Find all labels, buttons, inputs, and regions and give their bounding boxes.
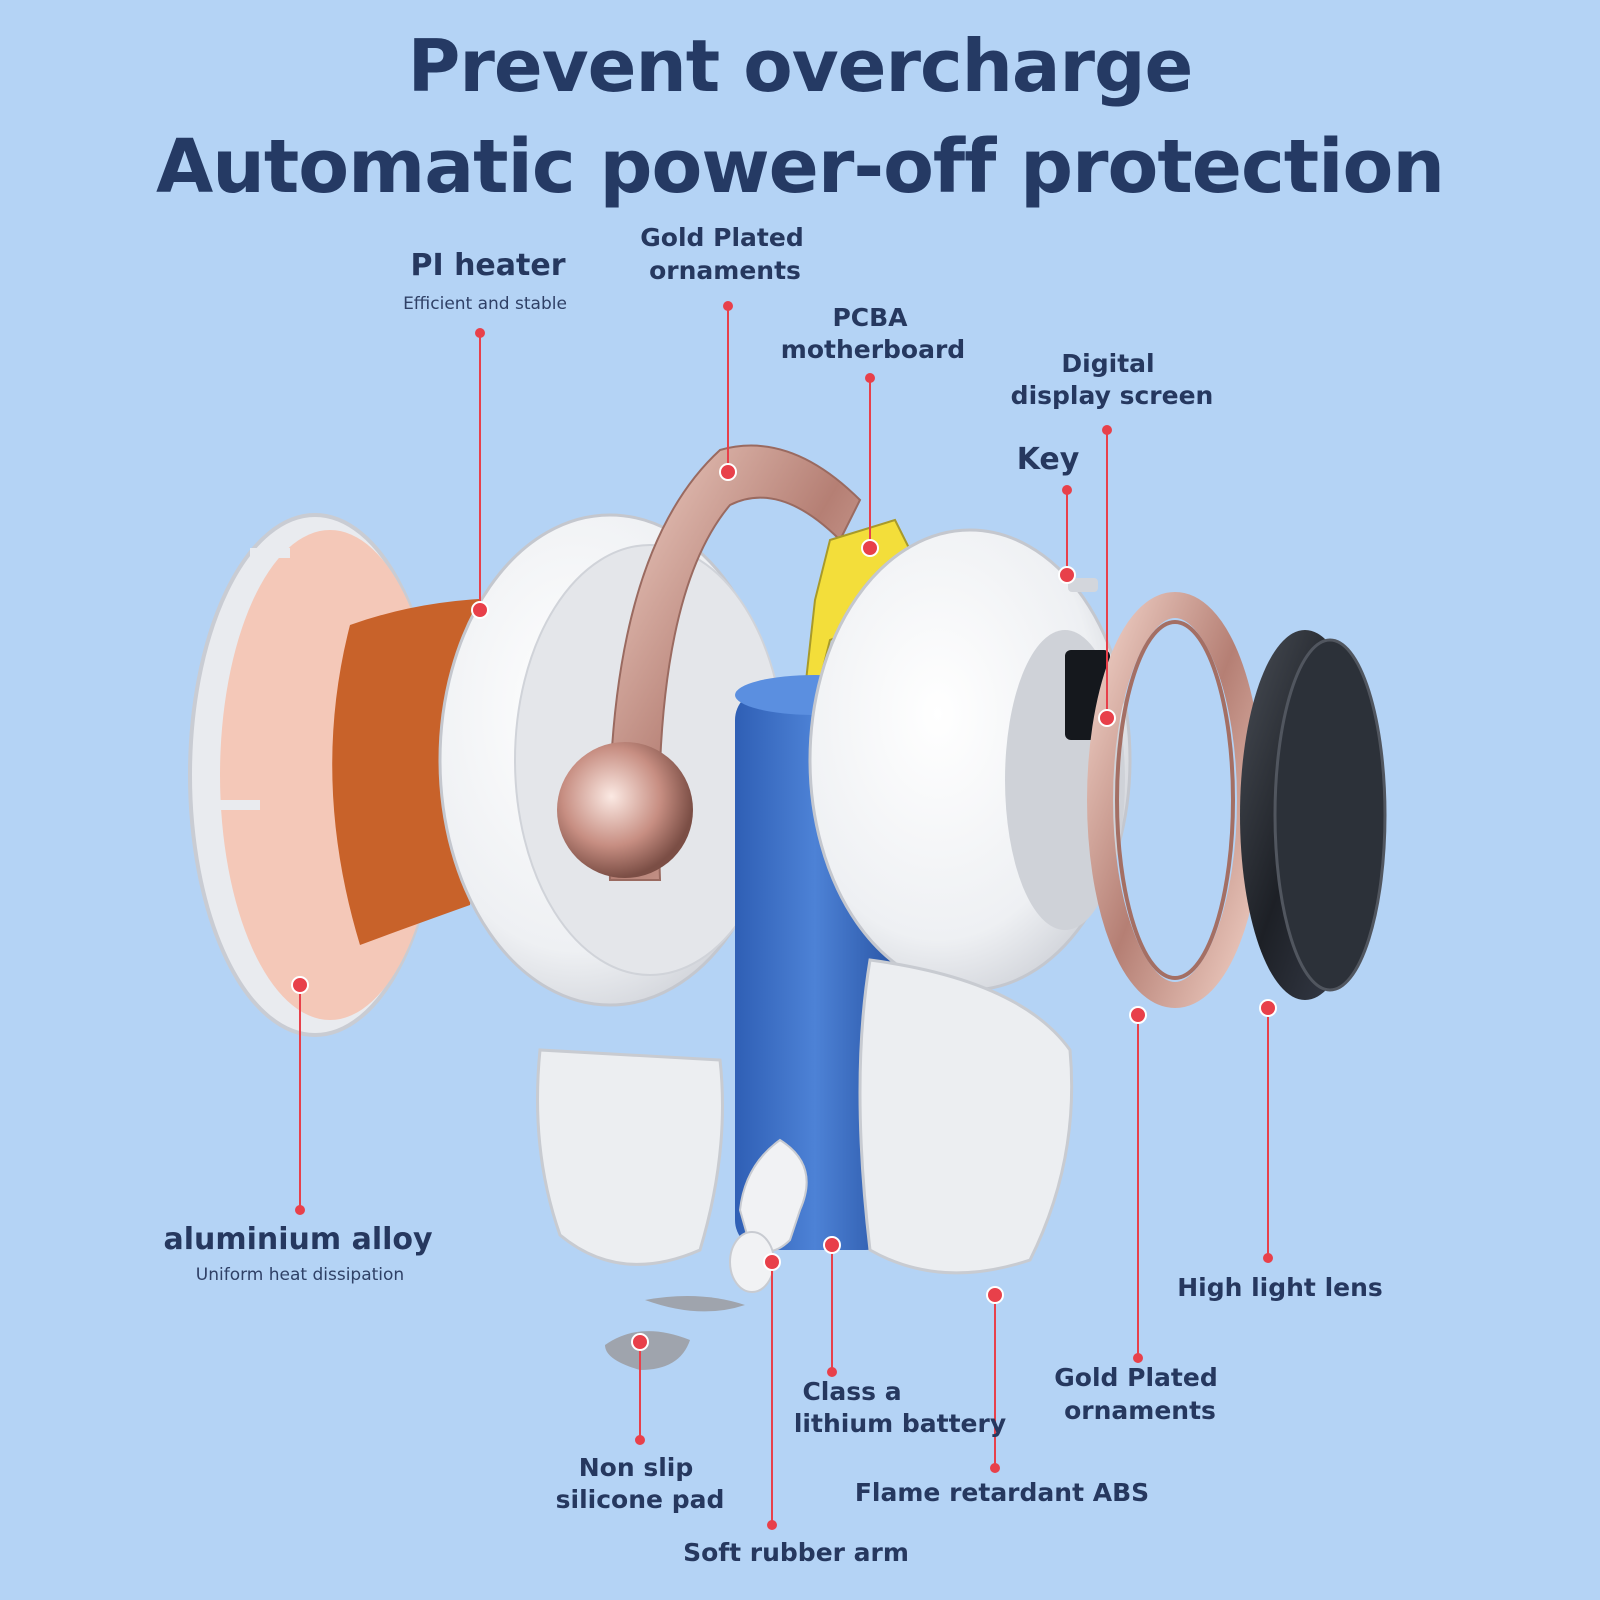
label-gold-bottom-line2: ornaments (1064, 1396, 1216, 1425)
high-light-lens (1240, 630, 1387, 1000)
label-battery-line2: lithium battery (793, 1409, 1007, 1438)
label-pi-heater: PI heater (410, 248, 566, 283)
label-pcba-line2: motherboard (780, 335, 966, 364)
headline-line-2: Automatic power-off protection (155, 124, 1445, 210)
label-aluminium-alloy: aluminium alloy (163, 1222, 433, 1257)
label-display-line1: Digital (1061, 349, 1155, 378)
gold-plated-arc-ornament (608, 444, 862, 881)
callout-lines (291, 301, 1277, 1530)
label-gold-top-line1: Gold Plated (640, 223, 804, 252)
label-pcba-line1: PCBA (832, 303, 908, 332)
label-pi-heater-sub: Efficient and stable (403, 294, 567, 314)
headline-line-1: Prevent overcharge (407, 24, 1194, 108)
gold-plated-ball (557, 742, 693, 878)
label-battery-line1: Class a (802, 1377, 902, 1406)
left-housing-shell (438, 513, 786, 1266)
right-housing-shell (808, 528, 1132, 1275)
label-display-line2: display screen (1010, 381, 1214, 410)
label-flame-retardant-abs: Flame retardant ABS (854, 1478, 1150, 1507)
label-nonslip-line1: Non slip (578, 1453, 694, 1482)
non-slip-silicone-pads (605, 1296, 745, 1370)
label-soft-rubber-arm: Soft rubber arm (683, 1538, 909, 1567)
label-high-light-lens: High light lens (1177, 1273, 1383, 1302)
label-key: Key (1016, 442, 1080, 477)
label-nonslip-line2: silicone pad (555, 1485, 725, 1514)
label-gold-bottom-line1: Gold Plated (1054, 1363, 1218, 1392)
label-aluminium-sub: Uniform heat dissipation (195, 1265, 405, 1285)
label-gold-top-line2: ornaments (649, 256, 801, 285)
